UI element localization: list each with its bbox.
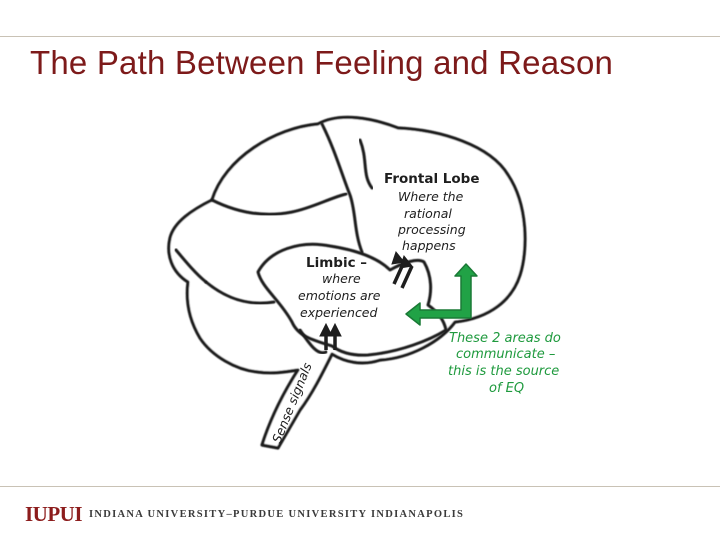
frontal-lobe-line-4: happens [402,238,456,253]
frontal-lobe-line-2: rational [404,206,452,221]
communication-note-line-2: communicate – [456,347,555,362]
limbic-frontal-link-marks [391,250,414,289]
bottom-divider [0,486,720,487]
parietal-fold [210,192,348,216]
top-divider [0,36,720,37]
slide-title: The Path Between Feeling and Reason [30,44,614,81]
iupui-logo: IUPUI [25,502,83,526]
communication-note-line-4: of EQ [489,381,524,396]
brain-outline [167,115,527,450]
green-communication-arrow [405,263,478,326]
limbic-line-2: emotions are [298,288,381,303]
communication-note-line-1: These 2 areas do [449,331,561,346]
frontal-fold [358,138,374,190]
central-sulcus [320,122,364,254]
frontal-lobe-line-3: processing [397,222,466,237]
communication-note-line-3: this is the source [448,364,559,379]
occipital-fold [174,248,208,284]
limbic-line-3: experienced [300,305,378,320]
brainstem-inner [298,328,328,355]
temporal-fold [204,280,276,305]
sense-to-limbic-arrows [319,322,342,350]
limbic-heading: Limbic – [306,255,367,271]
frontal-lobe-line-1: Where the [398,189,464,204]
frontal-lobe-heading: Frontal Lobe [384,171,480,187]
limbic-line-1: where [322,271,361,286]
institution-name: INDIANA UNIVERSITY–PURDUE UNIVERSITY IND… [89,509,465,520]
